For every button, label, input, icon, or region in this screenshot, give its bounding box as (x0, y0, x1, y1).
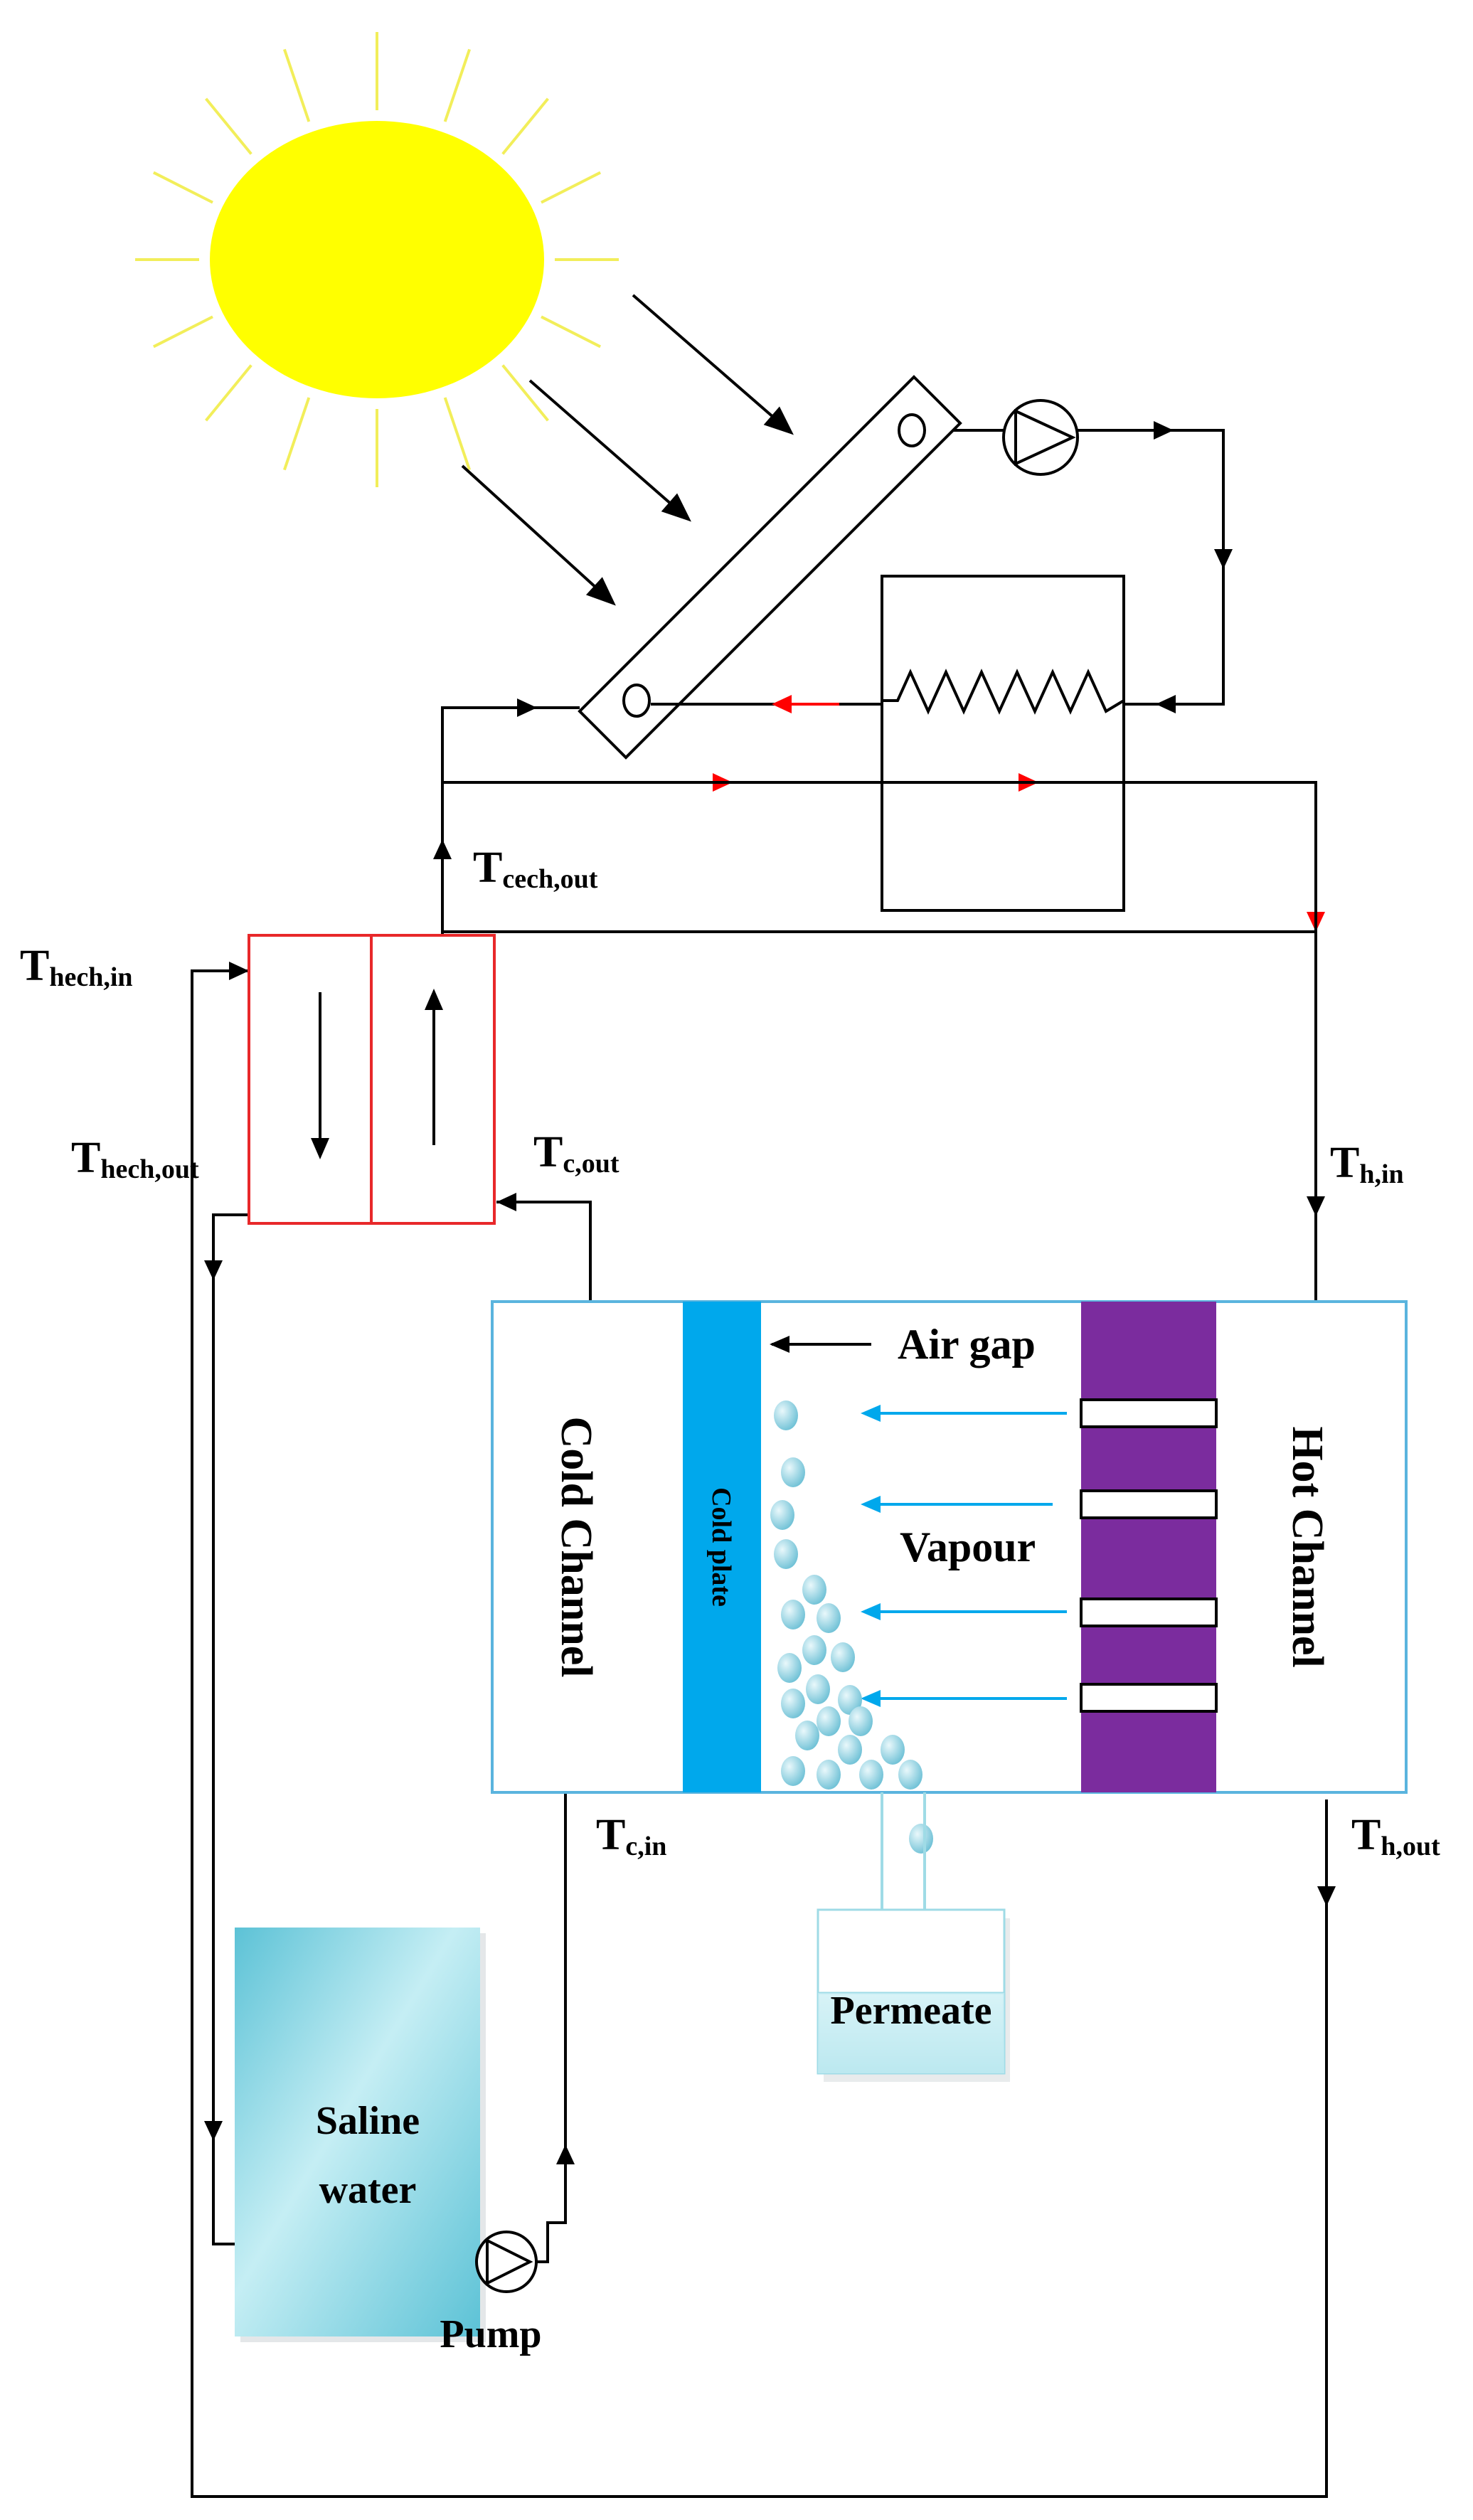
radiation-arrow (528, 379, 690, 521)
label-t-c-in: Tc,in (596, 1811, 666, 1861)
arrow-head (861, 1405, 881, 1422)
sun-ray (282, 48, 311, 122)
membrane-pores (1080, 1398, 1218, 1713)
sun-ray (152, 315, 213, 349)
solar-radiation-arrows (461, 294, 794, 606)
arrow-head (585, 577, 616, 606)
droplet (817, 1603, 841, 1633)
label-t-h-in: Th,in (1330, 1139, 1404, 1189)
heat-exchanger (248, 934, 496, 1225)
arrow-head (1156, 695, 1176, 713)
radiation-arrow (461, 464, 615, 605)
droplet (838, 1735, 862, 1765)
label-pump: Pump (440, 2312, 541, 2356)
collector-pump-icon (1002, 399, 1079, 476)
label-cold-plate: Cold plate (706, 1487, 736, 1607)
label-t-cech-out: Tcech,out (473, 844, 598, 894)
feed-pump-icon (475, 2231, 538, 2293)
droplet (909, 1824, 933, 1854)
arrow-head (763, 406, 794, 435)
droplet (774, 1400, 798, 1430)
arrow-head (772, 695, 792, 713)
label-saline-line1: Saline (316, 2099, 420, 2143)
sun-ray (541, 315, 602, 349)
droplet (802, 1575, 826, 1605)
condensate-droplets (770, 1400, 933, 1854)
arrow-head (517, 698, 537, 717)
vapour-arrows (861, 1405, 1067, 1707)
permeate-tank (817, 1792, 1010, 2082)
droplet (817, 1760, 841, 1790)
sun-ray (541, 171, 602, 204)
sun-ray (443, 48, 472, 122)
arrow-head (229, 962, 249, 980)
sun-ray (501, 97, 549, 155)
label-permeate: Permeate (831, 1989, 992, 2033)
label-t-hech-in: Thech,in (20, 942, 133, 992)
arrow-head (861, 1496, 881, 1513)
sun-ray (205, 97, 252, 155)
droplet (781, 1457, 805, 1487)
cold-plate (683, 1302, 761, 1792)
label-t-c-out: Tc,out (533, 1128, 619, 1179)
droplet (781, 1756, 805, 1786)
label-hot-channel: Hot Channel (1283, 1426, 1331, 1667)
droplet (859, 1760, 883, 1790)
droplet (795, 1721, 819, 1750)
membrane-module (491, 1300, 1408, 1854)
droplet (777, 1653, 802, 1683)
droplet (831, 1642, 855, 1672)
droplet (806, 1674, 830, 1704)
label-t-hech-out: Thech,out (71, 1134, 199, 1184)
label-saline-line2: water (319, 2168, 417, 2212)
label-t-h-out: Th,out (1351, 1811, 1440, 1861)
membrane (1081, 1302, 1216, 1792)
arrow-head (433, 839, 452, 859)
droplet (881, 1735, 905, 1765)
sun-ray (501, 364, 549, 422)
radiation-arrow (632, 294, 792, 434)
droplet (802, 1635, 826, 1665)
arrow-head (661, 493, 691, 522)
arrow-head (861, 1603, 881, 1620)
droplet (838, 1685, 862, 1715)
droplet (849, 1706, 873, 1736)
arrow-head (1317, 1886, 1336, 1906)
sun-ray (282, 397, 311, 471)
arrow-head (1214, 549, 1233, 569)
flow-arrows-black (204, 421, 1336, 2164)
sun-ray (443, 397, 472, 471)
label-cold-channel: Cold Channel (552, 1417, 600, 1678)
arrow-head (861, 1690, 881, 1707)
droplet (770, 1500, 794, 1530)
arrow-head (496, 1193, 516, 1211)
solar-collector (578, 375, 962, 760)
saline-water-tank (235, 1928, 486, 2342)
droplet (781, 1689, 805, 1718)
droplet (774, 1539, 798, 1569)
hot-supply-pipe (442, 781, 1317, 1302)
droplet (898, 1760, 922, 1790)
flow-arrows-red (442, 695, 1325, 1302)
arrow-head (1154, 421, 1174, 440)
sun-icon (135, 32, 619, 487)
storage-tank-with-coil (881, 575, 1125, 912)
droplet (817, 1706, 841, 1736)
arrow-head (204, 2121, 223, 2141)
sun-ray (152, 171, 213, 204)
sun-ray (205, 364, 252, 422)
label-vapour: Vapour (900, 1524, 1036, 1570)
droplet (781, 1600, 805, 1630)
arrow-head (556, 2144, 575, 2164)
label-air-gap: Air gap (898, 1321, 1036, 1368)
arrow-head (204, 1260, 223, 1280)
